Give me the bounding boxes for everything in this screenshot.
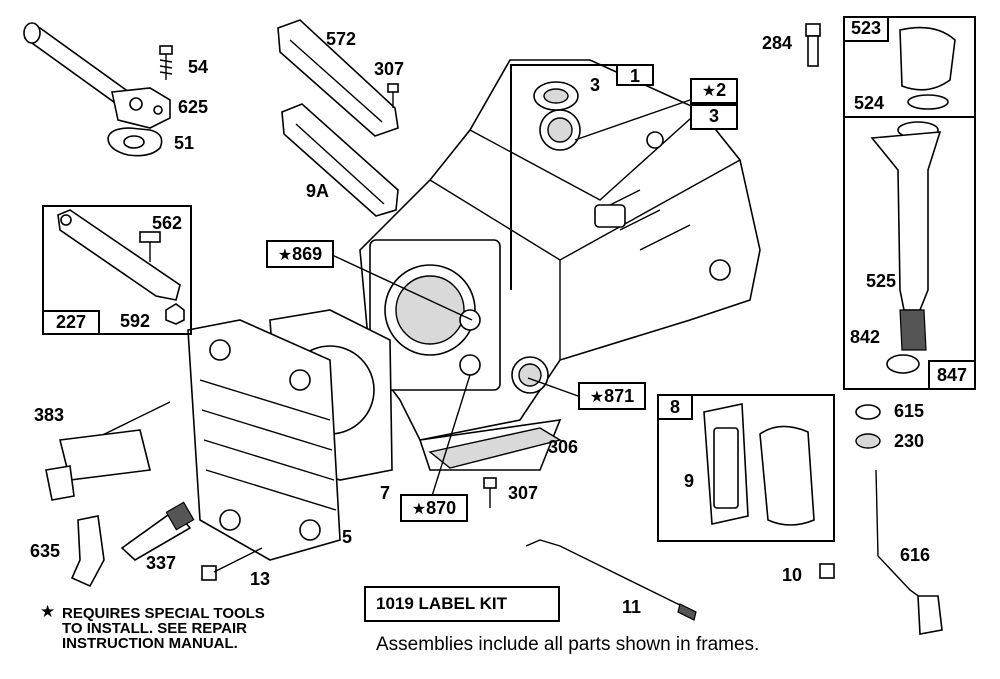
bolt-13-drawing [201, 547, 263, 581]
part-box-523: 523 [843, 16, 889, 42]
screw-307b-drawing [483, 477, 497, 508]
frame-cap-523 [843, 16, 976, 118]
oil-seal-drawing [533, 81, 579, 111]
dipstick-tube-drawing [805, 23, 956, 374]
part-box-847: 847 [928, 360, 976, 390]
part-label-54: 54 [188, 57, 209, 77]
part-label-842: 842 [850, 327, 881, 347]
part-box-871: 871 [578, 382, 646, 410]
part-label-337: 337 [146, 553, 177, 573]
special-tools-note-line-3: INSTRUCTION MANUAL. [62, 635, 238, 652]
breather-gasket-drawing [277, 19, 399, 217]
part-label-3: 3 [590, 75, 601, 95]
breather-cover-drawing [703, 403, 815, 526]
cylinder-block-drawing [359, 59, 761, 471]
part-box-1: 1 [616, 64, 654, 86]
assemblies-note: Assemblies include all parts shown in fr… [376, 634, 760, 655]
part-label-383: 383 [34, 405, 65, 425]
part-label-230: 230 [894, 431, 925, 451]
part-label-635: 635 [30, 541, 61, 561]
spark-plug-wrench-drawing [45, 401, 171, 501]
part-label-5: 5 [342, 527, 353, 547]
throttle-control-drawing [23, 22, 171, 129]
plate-306-drawing [428, 427, 562, 469]
special-tools-note: ★ REQUIRES SPECIAL TOOLS TO INSTALL. SEE… [40, 603, 265, 652]
screw-307-drawing [387, 83, 399, 108]
part-label-572: 572 [326, 29, 357, 49]
nut-washer-drawing [855, 404, 881, 449]
part-label-616: 616 [900, 545, 931, 565]
spark-plug-boot-drawing [70, 515, 105, 588]
screw-10-drawing [819, 563, 835, 579]
rod-11-drawing [525, 539, 697, 621]
part-label-13: 13 [250, 569, 271, 589]
star-icon: ★ [40, 602, 56, 621]
part-box-2: 2 [690, 78, 738, 104]
part-label-51: 51 [174, 133, 195, 153]
part-label-7: 7 [380, 483, 391, 503]
part-label-307a: 307 [374, 59, 405, 79]
special-tools-note-line-2: TO INSTALL. SEE REPAIR [62, 620, 248, 637]
part-box-3: 3 [690, 104, 738, 130]
part-box-227: 227 [42, 310, 100, 335]
part-label-9a: 9A [306, 181, 330, 201]
screw-54-drawing [159, 45, 173, 80]
part-box-8: 8 [657, 394, 693, 420]
part-label-306: 306 [548, 437, 579, 457]
part-label-9: 9 [684, 471, 695, 491]
part-label-625: 625 [178, 97, 209, 117]
spark-plug-drawing [120, 501, 195, 561]
part-label-524: 524 [854, 93, 885, 113]
label-kit-box: 1019 LABEL KIT [364, 586, 560, 622]
bracket-drawing [57, 209, 185, 325]
part-label-562: 562 [152, 213, 183, 233]
part-label-592: 592 [120, 311, 151, 331]
part-box-870: 870 [400, 494, 468, 522]
part-label-10: 10 [782, 565, 803, 585]
part-label-11: 11 [622, 597, 642, 617]
part-label-615: 615 [894, 401, 925, 421]
special-tools-note-line-1: REQUIRES SPECIAL TOOLS [62, 605, 265, 622]
frame-breather-assembly [657, 394, 835, 542]
part-label-284: 284 [762, 33, 793, 53]
gasket-51-drawing [107, 127, 163, 157]
part-box-869: 869 [266, 240, 334, 268]
part-label-525: 525 [866, 271, 897, 291]
part-label-307b: 307 [508, 483, 539, 503]
cylinder-head-drawing [187, 309, 393, 561]
frame-bracket-227 [42, 205, 192, 335]
control-link-drawing [875, 469, 943, 635]
frame-cylinder-block [510, 64, 653, 290]
